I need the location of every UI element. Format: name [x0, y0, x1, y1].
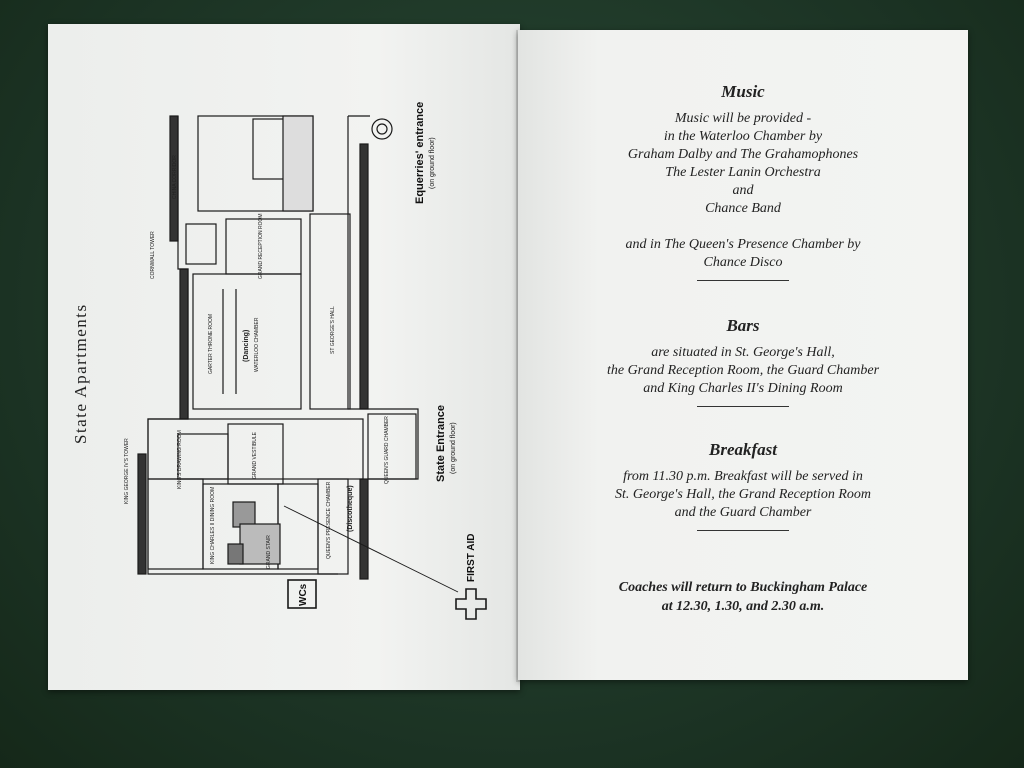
room-label-garter-throne-room: GARTER THRONE ROOM: [208, 314, 214, 374]
music-heading: Music: [721, 82, 765, 101]
music-line: and: [732, 183, 754, 198]
room-label-china-corridor: CHINA CORRIDOR: [172, 155, 178, 199]
breakfast-line: and the Guard Chamber: [674, 505, 812, 520]
section-divider: [697, 280, 789, 281]
first-aid-label: FIRST AID: [466, 533, 477, 582]
state-entrance-note: (on ground floor): [450, 422, 457, 474]
bars-section: Bars are situated in St. George's Hall, …: [518, 316, 968, 407]
music-line: in the Waterloo Chamber by: [663, 129, 823, 144]
room-label-st-georges-hall: ST GEORGE'S HALL: [330, 306, 336, 354]
room-label-cornwall-tower: CORNWALL TOWER: [150, 231, 156, 279]
music-section: Music Music will be provided - in the Wa…: [518, 82, 968, 281]
room-label-dancing: (Dancing): [243, 330, 250, 362]
wcs-label: WCs: [298, 583, 309, 606]
map-title: State Apartments: [71, 303, 90, 444]
bars-line: and King Charles II's Dining Room: [643, 381, 843, 396]
room-label-discotheque: (Discotheque): [347, 485, 354, 532]
room-label-kings-drawing-room: KING'S DRAWING ROOM: [177, 430, 183, 489]
equerries-entrance-note: (on ground floor): [429, 137, 436, 189]
state-apartments-floor-plan: State Apartments: [71, 102, 487, 620]
breakfast-section: Breakfast from 11.30 p.m. Breakfast will…: [518, 440, 968, 531]
breakfast-heading: Breakfast: [709, 440, 777, 459]
room-label-queens-guard-chamber: QUEEN'S GUARD CHAMBER: [384, 416, 390, 484]
left-page: State Apartments: [48, 24, 520, 690]
music-line: The Lester Lanin Orchestra: [665, 165, 821, 180]
equerries-entrance-label: Equerries' entrance: [414, 102, 426, 204]
breakfast-line: St. George's Hall, the Grand Reception R…: [615, 487, 871, 502]
music-line: Chance Disco: [703, 255, 783, 270]
bars-heading: Bars: [726, 316, 760, 335]
section-divider: [697, 406, 789, 407]
room-label-king-charles-dining-room: KING CHARLES II DINING ROOM: [210, 487, 216, 564]
room-label-waterloo-chamber: WATERLOO CHAMBER: [254, 317, 260, 372]
bars-line: the Grand Reception Room, the Guard Cham…: [606, 363, 880, 378]
room-label-grand-reception-room: GRAND RECEPTION ROOM: [258, 213, 264, 279]
state-entrance-label: State Entrance: [435, 405, 447, 482]
music-line: Graham Dalby and The Grahamophones: [627, 147, 859, 162]
coaches-line: at 12.30, 1.30, and 2.30 a.m.: [661, 599, 825, 614]
room-label-grand-vestibule: GRAND VESTIBULE: [252, 431, 258, 479]
section-divider: [697, 530, 789, 531]
music-line: Chance Band: [705, 201, 781, 216]
coaches-line: Coaches will return to Buckingham Palace: [618, 580, 868, 595]
room-label-grand-stair: GRAND STAIR: [266, 535, 272, 569]
room-label-king-george-iv-tower: KING GEORGE IV'S TOWER: [124, 438, 130, 504]
coaches-section: Coaches will return to Buckingham Palace…: [518, 578, 968, 616]
music-line: Music will be provided -: [674, 111, 812, 126]
music-line: and in The Queen's Presence Chamber by: [625, 237, 861, 252]
breakfast-line: from 11.30 p.m. Breakfast will be served…: [623, 469, 863, 484]
room-label-queens-presence-chamber: QUEEN'S PRESENCE CHAMBER: [326, 481, 332, 559]
bars-line: are situated in St. George's Hall,: [651, 345, 835, 360]
right-page: Music Music will be provided - in the Wa…: [518, 30, 968, 680]
